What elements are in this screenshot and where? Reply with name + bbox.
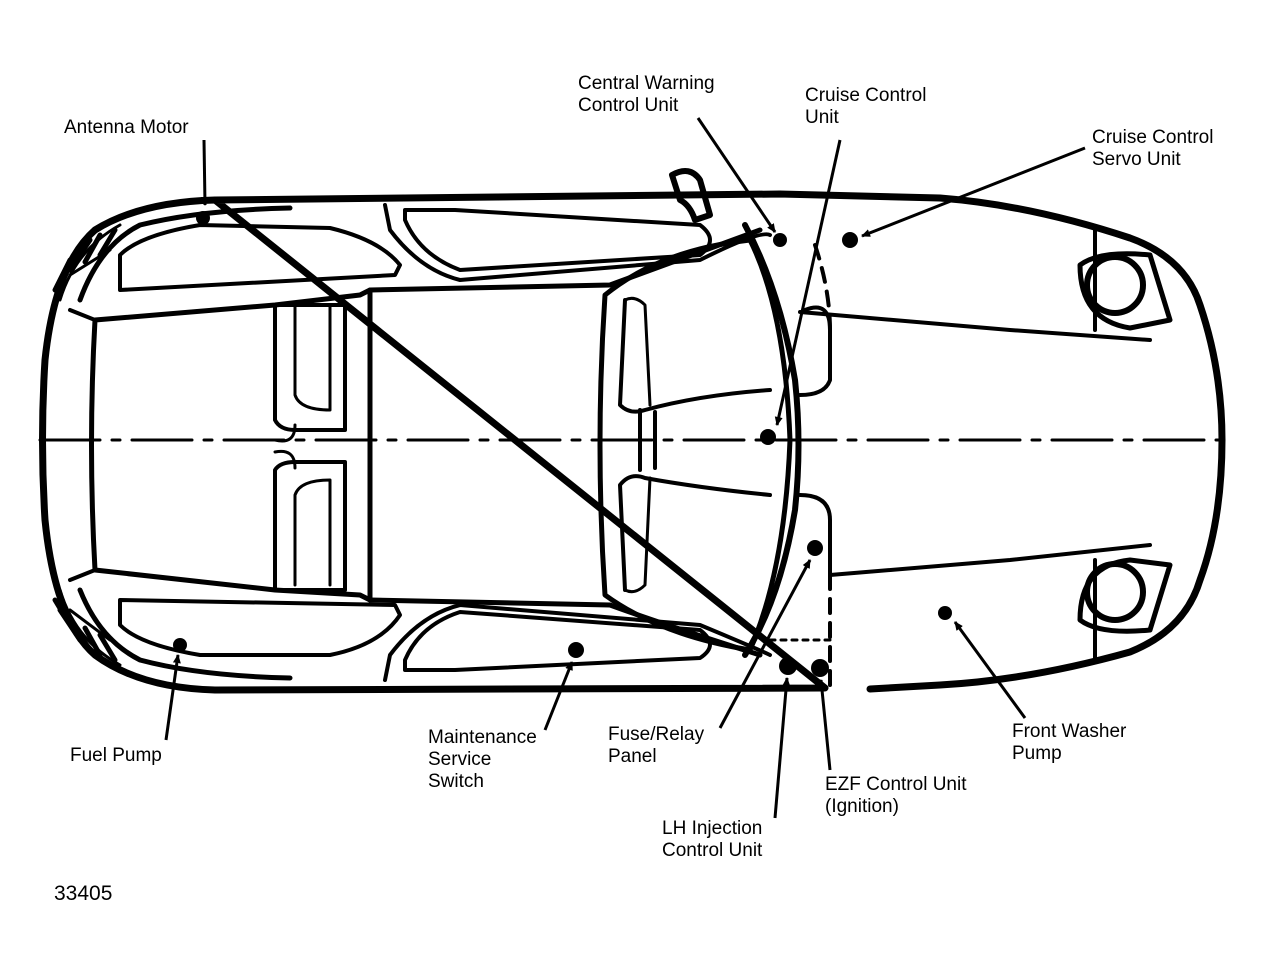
leader-lines <box>164 117 1086 819</box>
figure-number: 33405 <box>54 882 113 905</box>
cruise-control-unit-dot <box>760 429 776 445</box>
fuel-pump-label: Fuel Pump <box>70 745 162 766</box>
cruise-servo-leader <box>861 146 1086 238</box>
central-warning-label: Central Warning Control Unit <box>578 73 715 116</box>
fuse-relay-label: Fuse/Relay Panel <box>608 724 705 767</box>
fuel-pump-leader <box>164 654 181 741</box>
maintenance-switch-leader <box>543 661 574 731</box>
lh-injection-leader <box>773 677 791 819</box>
antenna-motor-leader <box>200 139 209 206</box>
ezf-control-dot <box>811 659 829 677</box>
cruise-control-unit-leader <box>774 139 842 426</box>
central-warning-leader <box>696 117 777 233</box>
front-washer-dot <box>938 606 952 620</box>
front-washer-leader <box>953 621 1027 719</box>
antenna-motor-dot <box>196 211 210 225</box>
lh-injection-dot <box>779 657 797 675</box>
ezf-control-label: EZF Control Unit (Ignition) <box>825 774 967 817</box>
antenna-motor-label: Antenna Motor <box>64 117 189 138</box>
maintenance-switch-dot <box>568 642 584 658</box>
fuse-relay-dot <box>807 540 823 556</box>
maintenance-switch-label: Maintenance Service Switch <box>428 727 537 792</box>
cruise-control-unit-label: Cruise Control Unit <box>805 85 927 128</box>
cruise-servo-dot <box>842 232 858 248</box>
lh-injection-label: LH Injection Control Unit <box>662 818 763 861</box>
fuse-relay-leader <box>718 559 812 729</box>
central-warning-dot <box>773 233 787 247</box>
ezf-control-leader <box>817 679 832 771</box>
cruise-servo-label: Cruise Control Servo Unit <box>1092 127 1214 170</box>
component-markers <box>173 211 952 677</box>
front-washer-label: Front Washer Pump <box>1012 721 1127 764</box>
fuel-pump-dot <box>173 638 187 652</box>
car-body-outline <box>38 168 1227 694</box>
